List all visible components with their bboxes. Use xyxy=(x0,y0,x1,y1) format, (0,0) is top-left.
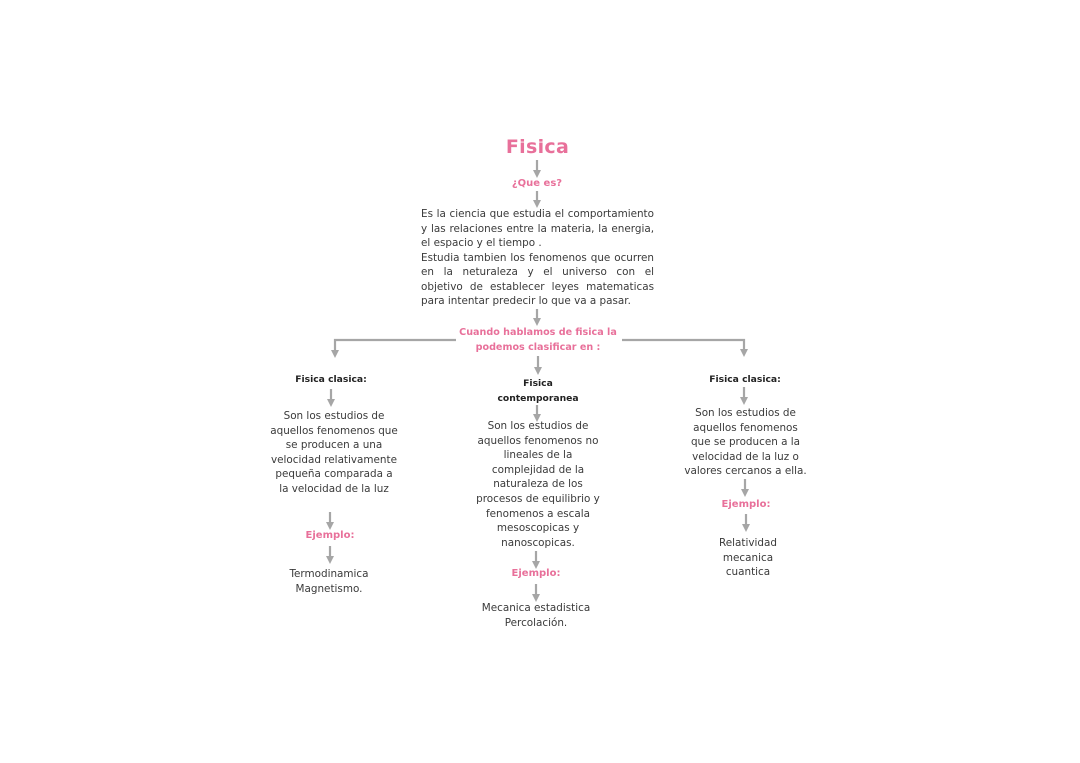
branch-example-label-contemporary: Ejemplo: xyxy=(511,568,561,579)
branch-examples-contemporary: Mecanica estadistica Percolación. xyxy=(470,601,602,630)
definition-text: Es la ciencia que estudia el comportamie… xyxy=(421,207,654,309)
classification-label: Cuando hablamos de fisica la podemos cla… xyxy=(459,327,617,353)
branch-heading-modern: Fisica clasica: xyxy=(709,374,781,385)
diagram-title: Fisica xyxy=(505,136,570,158)
branch-description-classical: Son los estudios de aquellos fenomenos q… xyxy=(270,410,398,495)
branch-description-modern: Son los estudios de aquellos fenomenos q… xyxy=(684,407,807,478)
branch-heading-contemporary: Fisica contemporanea xyxy=(497,378,579,404)
example-item: Magnetismo. xyxy=(295,582,363,595)
example-item: Mecanica estadistica xyxy=(481,602,591,614)
example-item: Percolación. xyxy=(504,616,568,629)
question-label: ¿Que es? xyxy=(511,178,563,189)
branch-heading-classical: Fisica clasica: xyxy=(295,374,367,385)
branch-description-contemporary: Son los estudios de aquellos fenomenos n… xyxy=(476,420,600,549)
arrow-branch-left xyxy=(331,338,456,358)
example-item: Termodinamica xyxy=(289,568,369,580)
arrow-branch-right xyxy=(622,338,748,357)
branch-examples-classical: Termodinamica Magnetismo. xyxy=(270,567,388,596)
definition-paragraph-2: Estudia tambien los fenomenos que ocurre… xyxy=(421,251,654,308)
example-item: Relatividad mecanica cuantica xyxy=(719,537,777,579)
branch-example-label-modern: Ejemplo: xyxy=(721,499,771,510)
branch-examples-modern: Relatividad mecanica cuantica xyxy=(710,536,786,580)
branch-example-label-classical: Ejemplo: xyxy=(305,530,355,541)
definition-paragraph-1: Es la ciencia que estudia el comportamie… xyxy=(421,208,654,249)
